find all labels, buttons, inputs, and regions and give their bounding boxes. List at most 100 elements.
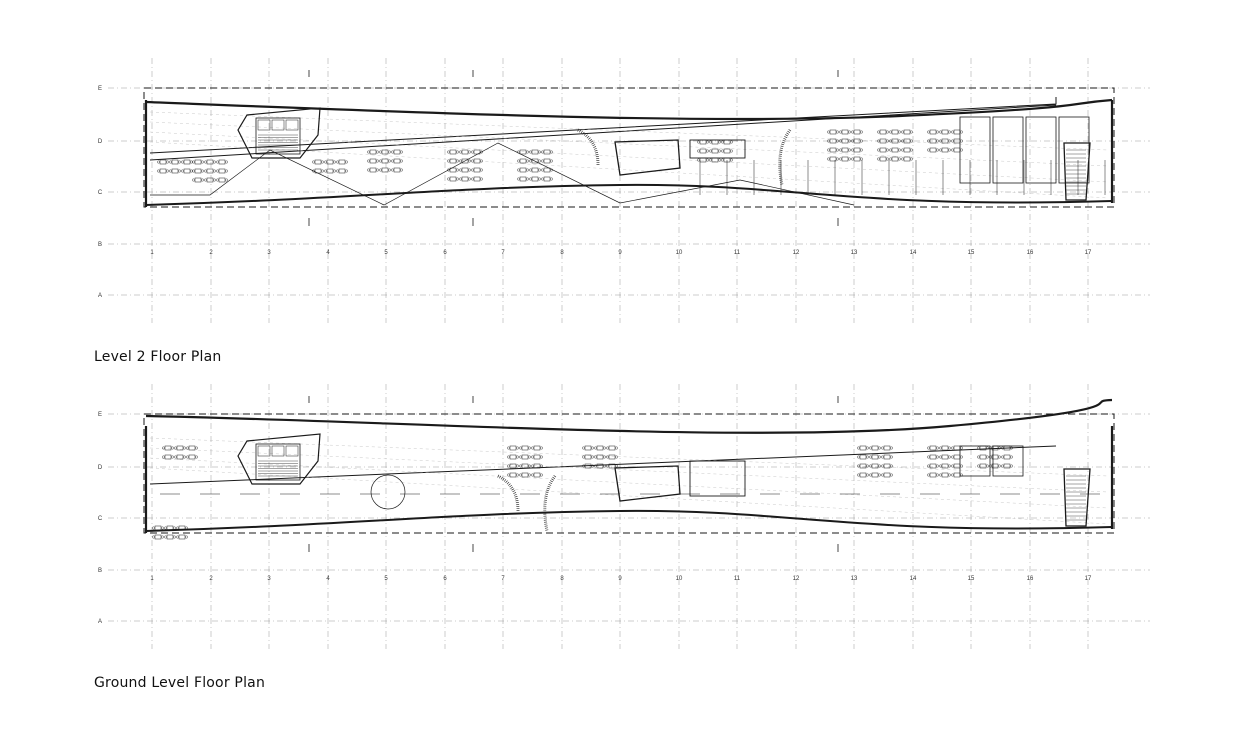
chair: [379, 168, 382, 172]
table: [941, 472, 949, 478]
chair: [697, 158, 700, 162]
chair: [869, 473, 872, 477]
chair: [986, 464, 989, 468]
table: [519, 167, 527, 173]
chair: [977, 464, 980, 468]
chair: [927, 148, 930, 152]
site-boundary: [143, 413, 1115, 534]
table: [608, 463, 616, 469]
chair: [936, 455, 939, 459]
chair: [881, 455, 884, 459]
table: [853, 129, 861, 135]
chair: [721, 158, 724, 162]
outer-wall-north: [145, 98, 1113, 121]
table: [194, 168, 202, 174]
chair: [939, 455, 942, 459]
chair: [615, 446, 618, 450]
table: [929, 129, 937, 135]
chair: [869, 446, 872, 450]
chair: [376, 150, 379, 154]
chair: [541, 150, 544, 154]
chair: [591, 464, 594, 468]
chair: [910, 139, 913, 143]
grid-column-label: 13: [851, 250, 858, 256]
central-room: [689, 139, 746, 159]
chair: [986, 446, 989, 450]
east-room: [959, 116, 991, 184]
chair: [468, 177, 471, 181]
chair: [960, 148, 963, 152]
chair: [528, 455, 531, 459]
table: [509, 445, 517, 451]
chair: [538, 168, 541, 172]
table: [723, 148, 731, 154]
chair: [157, 160, 160, 164]
table: [531, 176, 539, 182]
chair: [517, 168, 520, 172]
chair: [480, 150, 483, 154]
chair: [176, 535, 179, 539]
chair: [540, 464, 543, 468]
chair: [550, 159, 553, 163]
chair: [939, 473, 942, 477]
chair: [507, 473, 510, 477]
chair: [889, 139, 892, 143]
west-core-lift: [255, 443, 301, 481]
table: [941, 454, 949, 460]
chair: [706, 140, 709, 144]
outer-wall-south: [145, 509, 1113, 532]
ground-level-plan-title: Ground Level Floor Plan: [94, 675, 266, 691]
chair: [951, 139, 954, 143]
table: [879, 129, 887, 135]
chair: [951, 446, 954, 450]
table: [519, 176, 527, 182]
chair: [606, 455, 609, 459]
chair: [615, 455, 618, 459]
chair: [860, 148, 863, 152]
chair: [367, 150, 370, 154]
east-escalator: [1063, 142, 1091, 201]
table: [509, 472, 517, 478]
chair: [697, 140, 700, 144]
table: [188, 445, 196, 451]
chair: [516, 473, 519, 477]
chair: [526, 168, 529, 172]
grid-column-label: 7: [501, 250, 505, 256]
table: [509, 454, 517, 460]
chair: [886, 139, 889, 143]
chair: [594, 446, 597, 450]
east-room: [1058, 116, 1090, 184]
curved-stair: [778, 129, 792, 186]
chair: [989, 455, 992, 459]
chair: [839, 130, 842, 134]
table: [381, 158, 389, 164]
chair: [709, 149, 712, 153]
table: [891, 147, 899, 153]
chair: [948, 139, 951, 143]
chair: [936, 139, 939, 143]
chair: [718, 149, 721, 153]
chair: [603, 446, 606, 450]
grid-row-label: A: [98, 293, 102, 299]
chair: [890, 455, 893, 459]
sight-line: [149, 131, 1109, 183]
table: [159, 159, 167, 165]
table: [929, 472, 937, 478]
chair: [857, 464, 860, 468]
chair: [998, 464, 1001, 468]
chair: [333, 160, 336, 164]
chair: [550, 177, 553, 181]
table: [166, 534, 174, 540]
table: [879, 156, 887, 162]
chair: [540, 446, 543, 450]
west-core: [237, 433, 321, 485]
table: [903, 147, 911, 153]
grid-column-label: 17: [1085, 250, 1092, 256]
lift-car: [271, 445, 285, 457]
chair: [898, 130, 901, 134]
chair: [948, 130, 951, 134]
chair: [706, 158, 709, 162]
chair: [526, 150, 529, 154]
central-escalator: [614, 465, 681, 502]
chair: [471, 159, 474, 163]
